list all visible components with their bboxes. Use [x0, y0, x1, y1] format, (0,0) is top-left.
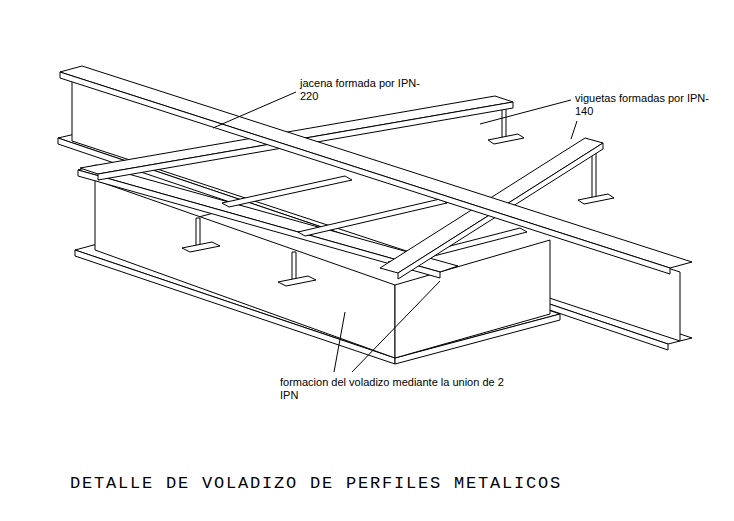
leader-line: [352, 281, 440, 372]
callout-label-holder: jacena formada por IPN-220: [300, 77, 425, 103]
joist-stub-flange: [182, 242, 220, 252]
callout-label-holder: viguetas formadas por IPN-140: [575, 92, 715, 118]
callout-label: formacion del voladizo mediante la union…: [280, 376, 508, 402]
leader-line: [571, 121, 577, 139]
inner-joist: [222, 176, 352, 207]
drawing-title-holder: DETALLE DE VOLADIZO DE PERFILES METALICO…: [70, 474, 562, 494]
drawing-title: DETALLE DE VOLADIZO DE PERFILES METALICO…: [70, 474, 562, 494]
callout-label: jacena formada por IPN-220: [300, 77, 425, 103]
joist-bottom-flange-end: [578, 194, 614, 204]
joist-bottom-flange-end: [488, 134, 524, 144]
joist-stub-web: [292, 252, 296, 280]
cantilever-top-flange-edge: [78, 170, 440, 278]
inner-joist: [298, 199, 447, 236]
joist-stub-web: [196, 218, 200, 246]
leader-line: [213, 92, 296, 128]
callout-label-holder: formacion del voladizo mediante la union…: [280, 376, 508, 402]
joist-stub-flange: [278, 276, 316, 286]
leader-line: [334, 312, 345, 372]
leader-line: [480, 100, 571, 124]
callout-label: viguetas formadas por IPN-140: [575, 92, 715, 118]
